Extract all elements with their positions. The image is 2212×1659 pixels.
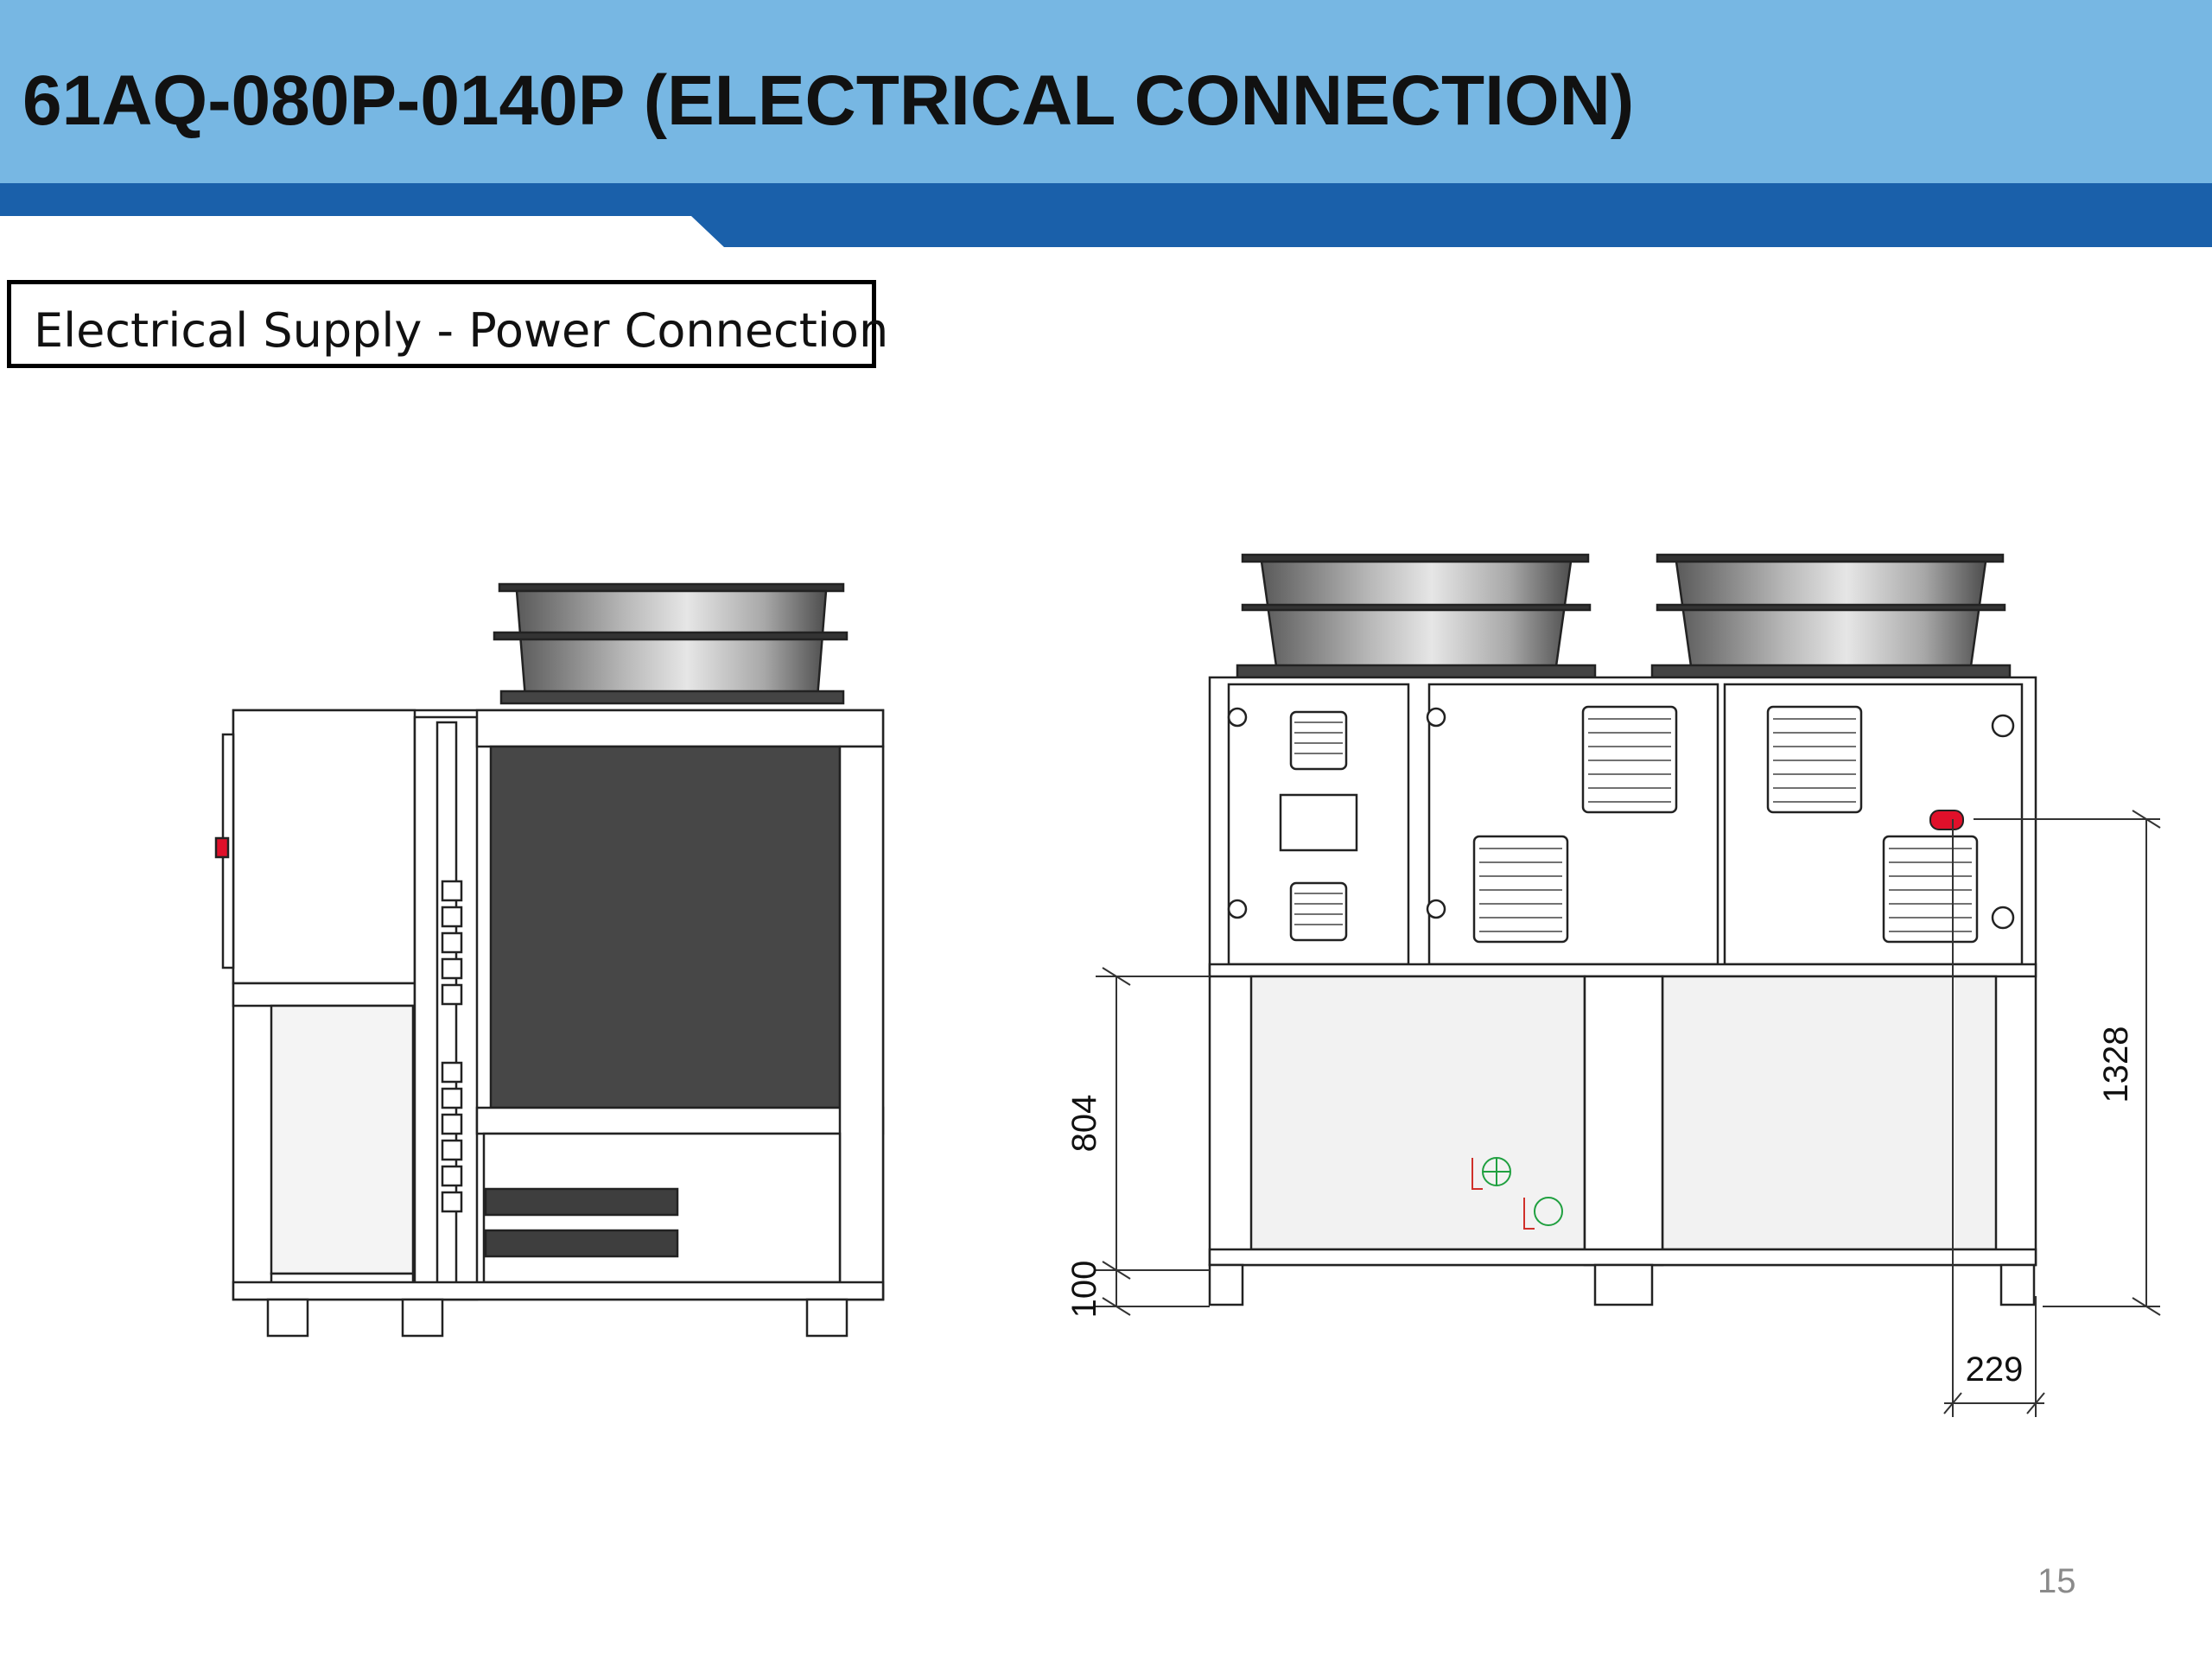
power-connection-marker <box>1929 810 1964 830</box>
water-inlet-symbol <box>1471 1157 1511 1190</box>
dimension-lines <box>1096 810 2161 1417</box>
dimension-100: 100 <box>1065 1261 1103 1319</box>
dimension-1328: 1328 <box>2097 1027 2135 1103</box>
side-fan <box>493 582 849 705</box>
page-title: 61AQ-080P-0140P (ELECTRICAL CONNECTION) <box>22 61 1635 140</box>
side-view-unit <box>214 582 885 1338</box>
dimension-804: 804 <box>1065 1095 1103 1153</box>
header-band: 61AQ-080P-0140P (ELECTRICAL CONNECTION) <box>0 0 2212 183</box>
header-stripe <box>0 183 2212 247</box>
front-view-unit <box>1208 553 2037 1306</box>
dimension-229: 229 <box>1966 1351 2024 1389</box>
section-label: Electrical Supply - Power Connection <box>34 303 889 358</box>
section-label-box: Electrical Supply - Power Connection <box>7 280 888 368</box>
page-number: 15 <box>2037 1562 2076 1600</box>
water-outlet-symbol <box>1523 1197 1563 1230</box>
front-fan-left <box>1236 553 1597 679</box>
front-fan-right <box>1650 553 2012 679</box>
